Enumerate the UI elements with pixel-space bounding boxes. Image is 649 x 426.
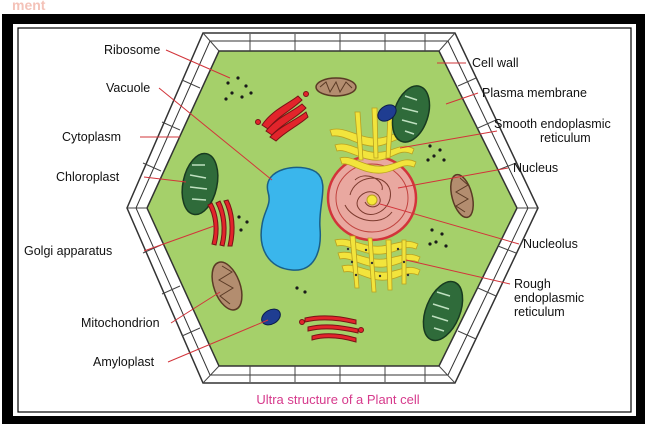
label-rough-er-line3: reticulum — [514, 305, 565, 319]
label-cytoplasm: Cytoplasm — [62, 130, 121, 144]
label-rough-er-line2: endoplasmic — [514, 291, 584, 305]
watermark-text: ment — [12, 0, 46, 13]
label-chloroplast: Chloroplast — [56, 170, 120, 184]
nucleolus — [367, 195, 377, 205]
vacuole — [261, 167, 323, 270]
label-ribosome: Ribosome — [104, 43, 160, 57]
label-mitochondrion: Mitochondrion — [81, 316, 160, 330]
label-cell-wall: Cell wall — [472, 56, 519, 70]
label-rough-er-line1: Rough — [514, 277, 551, 291]
label-smooth-er-line1: Smooth endoplasmic — [494, 117, 611, 131]
label-smooth-er-line2: reticulum — [540, 131, 591, 145]
label-plasma-membrane: Plasma membrane — [482, 86, 587, 100]
label-amyloplast: Amyloplast — [93, 355, 155, 369]
mitochondrion-top — [316, 78, 356, 96]
label-nucleolus: Nucleolus — [523, 237, 578, 251]
caption: Ultra structure of a Plant cell — [256, 392, 419, 407]
label-vacuole: Vacuole — [106, 81, 150, 95]
label-golgi: Golgi apparatus — [24, 244, 112, 258]
label-nucleus: Nucleus — [513, 161, 558, 175]
